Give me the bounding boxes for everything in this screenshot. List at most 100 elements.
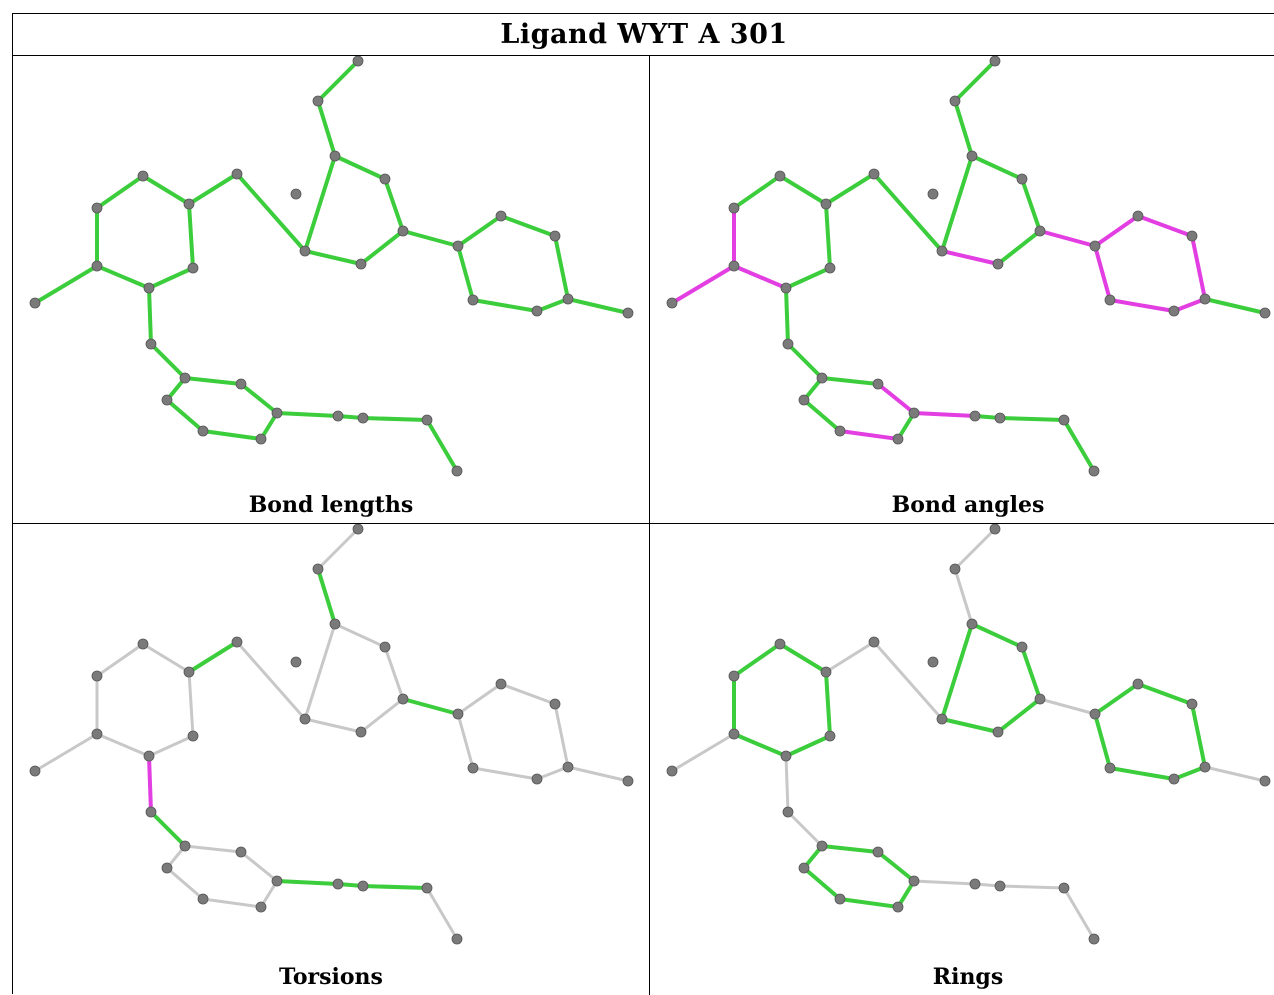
bond-16-12-ok <box>940 622 974 721</box>
atom-11 <box>352 56 364 67</box>
atom-2 <box>728 728 740 740</box>
panel-bond-angles: Bond angles <box>650 56 1274 523</box>
bond-20-23-neutral <box>566 765 630 783</box>
atom-22 <box>467 294 479 306</box>
bond-7-9-ok <box>824 172 876 206</box>
bond-2-3-ok <box>95 264 151 290</box>
molecule-rings <box>666 524 1271 945</box>
atom-15 <box>992 258 1004 270</box>
molecule-bond-lengths <box>29 56 634 477</box>
bond-33-34-neutral <box>1062 886 1096 941</box>
bond-19-20-ok <box>553 234 570 301</box>
bond-6-7-ok <box>778 174 828 206</box>
bond-2-3-outlier <box>732 264 788 290</box>
atom-9 <box>868 636 880 648</box>
atom-31 <box>332 410 344 422</box>
bond-12-10-neutral <box>953 567 974 626</box>
molecule-torsions <box>29 524 634 945</box>
atom-29 <box>197 425 209 437</box>
atom-3 <box>780 750 792 762</box>
atom-13 <box>379 641 391 653</box>
bond-28-29-ok <box>201 429 263 441</box>
atom-6 <box>774 170 786 182</box>
atom-29 <box>834 425 846 437</box>
atom-5 <box>824 730 836 742</box>
bond-12-10-ok <box>316 99 337 158</box>
atom-12 <box>329 150 341 162</box>
bond-6-7-ok <box>778 642 828 674</box>
atom-21 <box>1168 773 1180 785</box>
atom-29 <box>197 893 209 905</box>
atom-20 <box>1199 761 1211 773</box>
bond-20-23-neutral <box>1203 765 1267 783</box>
bond-6-7-neutral <box>141 642 191 674</box>
bond-15-16-ok <box>940 717 1000 734</box>
bond-21-22-outlier <box>1108 298 1176 313</box>
atom-19 <box>1186 698 1198 710</box>
atom-34 <box>451 465 463 477</box>
bond-21-22-ok <box>471 298 539 313</box>
atom-7 <box>183 666 195 678</box>
bond-33-34-ok <box>1062 418 1096 473</box>
atom-14 <box>397 693 409 705</box>
atom-27 <box>271 407 283 419</box>
atom-3 <box>143 750 155 762</box>
bond-7-9-ok <box>187 172 239 206</box>
bond-4-6-ok <box>732 642 782 678</box>
bond-24-25-ok <box>149 342 187 380</box>
atom-6 <box>137 170 149 182</box>
bond-21-22-ok <box>1108 766 1176 781</box>
bond-2-3-neutral <box>95 732 151 758</box>
atom-25 <box>816 840 828 852</box>
atom-18 <box>1132 678 1144 690</box>
atom-2 <box>91 728 103 740</box>
panel-torsions: Torsions <box>13 524 649 991</box>
bond-1-2-neutral <box>670 732 736 773</box>
bond-32-33-ok <box>361 416 429 422</box>
atom-16 <box>936 713 948 725</box>
bond-12-10-ok <box>316 567 337 626</box>
atom-5 <box>187 262 199 274</box>
bond-20-21-neutral <box>535 765 570 781</box>
atom-25 <box>816 372 828 384</box>
bond-32-33-ok <box>361 884 429 890</box>
bond-3-24-ok <box>784 286 790 346</box>
bond-13-14-ok <box>1020 645 1042 701</box>
bond-22-17-outlier <box>1093 244 1112 302</box>
atom-23 <box>622 775 634 787</box>
atom-32 <box>994 880 1006 892</box>
bond-26-27-ok <box>239 382 279 415</box>
bond-14-17-ok <box>401 697 460 716</box>
atom-15 <box>355 258 367 270</box>
bond-16-12-neutral <box>303 622 337 721</box>
atom-30 <box>798 862 810 874</box>
bond-25-26-ok <box>820 844 880 854</box>
bond-14-17-neutral <box>1038 697 1097 716</box>
bond-26-27-outlier <box>876 382 916 415</box>
bond-5-3-ok <box>784 266 832 290</box>
atom-23 <box>1259 307 1271 319</box>
bond-13-14-neutral <box>383 645 405 701</box>
atom-14 <box>1034 225 1046 237</box>
bond-18-19-ok <box>499 214 557 238</box>
bond-22-17-neutral <box>456 712 475 770</box>
atom-30 <box>798 394 810 406</box>
bond-26-27-ok <box>876 850 916 883</box>
atom-7 <box>820 666 832 678</box>
atom-24 <box>145 806 157 818</box>
bond-12-13-ok <box>970 154 1024 181</box>
atom-34 <box>1088 465 1100 477</box>
atom-1 <box>29 765 41 777</box>
atom-22 <box>1104 294 1116 306</box>
bond-12-13-ok <box>970 622 1024 649</box>
atom-22 <box>467 762 479 774</box>
atom-20 <box>562 761 574 773</box>
atom-9 <box>868 168 880 180</box>
atom-16 <box>299 713 311 725</box>
atom-6 <box>774 638 786 650</box>
atom-15 <box>992 726 1004 738</box>
atom-32 <box>357 880 369 892</box>
bond-1-2-ok <box>33 264 99 305</box>
atom-18 <box>495 210 507 222</box>
atom-4 <box>91 670 103 682</box>
